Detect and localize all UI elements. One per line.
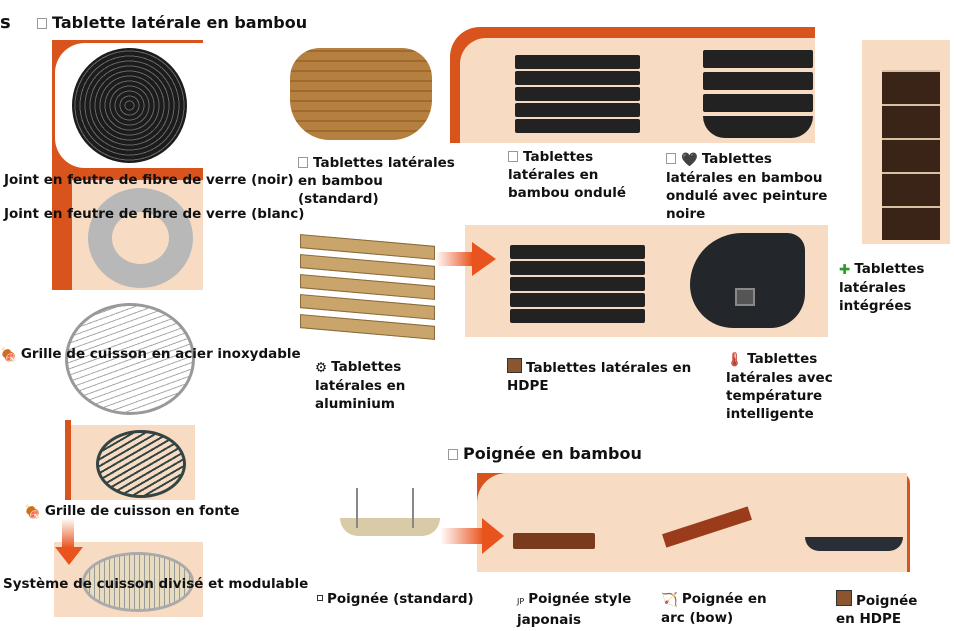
shelf-label-text: Tablettes latérales avec température int…: [726, 351, 833, 422]
handle-label: 🏹Poignée en arc (bow): [661, 590, 781, 627]
box-icon: [298, 157, 308, 168]
section-title-handle: Poignée en bambou: [448, 444, 642, 463]
brown-square-icon: [507, 358, 522, 373]
integrated-shelf-image: [882, 70, 940, 240]
smart-temp-shelf-image: [690, 233, 805, 328]
section-title-side-shelf: Tablette latérale en bambou: [37, 13, 307, 32]
aluminium-shelf-image: [300, 234, 435, 341]
left-item-label: 🍖Grille de cuisson en fonte: [24, 502, 240, 521]
gear-icon: ⚙: [315, 360, 328, 376]
shelf-label: ⚙Tablettes latérales en aluminium: [315, 358, 445, 413]
down-arrow-icon: [55, 547, 83, 565]
handle-band-peach: [477, 473, 907, 572]
standard-handle-image: [340, 518, 440, 536]
right-arrow-shaft: [435, 252, 473, 266]
left-item-text: Grille de cuisson en fonte: [44, 503, 240, 519]
japanese-handle-image: [513, 533, 595, 549]
box-icon: [666, 153, 676, 164]
shelf-label: 🌡Tablettes latérales avec température in…: [726, 350, 886, 423]
left-item-label: Joint en feutre de fibre de verre (noir): [4, 172, 294, 188]
handle-label-text: Poignée style japonais: [517, 591, 632, 628]
right-arrow-icon: [482, 518, 504, 554]
thermometer-display: [735, 288, 755, 306]
shelf-label: ✚Tablettes latérales intégrées: [839, 260, 949, 315]
shelf-label-text: Tablettes latérales en bambou ondulé ave…: [666, 151, 828, 222]
handle-label: Poignée (standard): [317, 590, 474, 608]
left-item-label: 🍖Grille de cuisson en acier inoxydable: [0, 345, 301, 364]
handle-label: Poignée en HDPE: [836, 590, 936, 628]
black-heart-icon: 🖤: [681, 152, 698, 168]
handle-bracket: [412, 488, 414, 528]
shelf-label: Tablettes latérales en HDPE: [507, 358, 692, 395]
meat-icon: 🍖: [24, 504, 41, 520]
shelf-label-text: Tablettes latérales en bambou ondulé: [508, 149, 627, 201]
box-icon: [448, 449, 458, 460]
stainless-grill-image: [65, 303, 195, 415]
box-icon: [508, 151, 518, 162]
heading-fragment: s: [0, 12, 11, 33]
wavy-bamboo-shelf-image: [515, 55, 640, 135]
brown-square-icon: [836, 590, 852, 606]
handle-label-text: Poignée en arc (bow): [661, 591, 767, 626]
small-square-icon: [317, 595, 323, 601]
hdpe-shelf-image: [510, 245, 645, 325]
cast-iron-grill-image: [96, 430, 186, 498]
puzzle-icon: ✚: [839, 262, 851, 278]
handle-bracket: [356, 488, 358, 528]
black-painted-shelf-image: [703, 50, 813, 140]
orange-bar: [65, 420, 71, 500]
white-gasket-image: [88, 188, 193, 288]
modular-system-image: [82, 552, 194, 612]
black-gasket-image: [72, 48, 187, 163]
meat-icon: 🍖: [0, 347, 17, 363]
shelf-label-text: Tablettes latérales en bambou (standard): [298, 155, 455, 207]
section-title-text: Tablette latérale en bambou: [52, 13, 308, 32]
section-title-text: Poignée en bambou: [463, 444, 642, 463]
box-icon: [37, 18, 47, 29]
handle-label-text: Poignée (standard): [327, 591, 474, 607]
handle-label-text: Poignée en HDPE: [836, 593, 918, 627]
shelf-label: Tablettes latérales en bambou (standard): [298, 154, 458, 208]
shelf-label: Tablettes latérales en bambou ondulé: [508, 148, 638, 202]
thermometer-icon: 🌡: [726, 352, 744, 368]
left-item-text: Grille de cuisson en acier inoxydable: [20, 346, 301, 362]
shelf-label-text: Tablettes latérales intégrées: [839, 261, 925, 314]
bamboo-shelf-image: [290, 48, 432, 140]
right-arrow-icon: [472, 242, 496, 276]
shelf-label-text: Tablettes latérales en HDPE: [507, 360, 692, 394]
down-arrow-shaft: [62, 518, 74, 548]
shelf-label-text: Tablettes latérales en aluminium: [315, 359, 406, 412]
jp-icon: JP: [517, 597, 525, 606]
bow-arrow-icon: 🏹: [661, 592, 678, 608]
right-arrow-shaft: [440, 528, 484, 544]
left-item-label: Système de cuisson divisé et modulable: [3, 576, 309, 592]
left-item-label: Joint en feutre de fibre de verre (blanc…: [4, 206, 305, 222]
shelf-label: 🖤Tablettes latérales en bambou ondulé av…: [666, 150, 831, 223]
hdpe-handle-image: [805, 537, 903, 551]
integrated-shelf-panel: [862, 40, 950, 244]
